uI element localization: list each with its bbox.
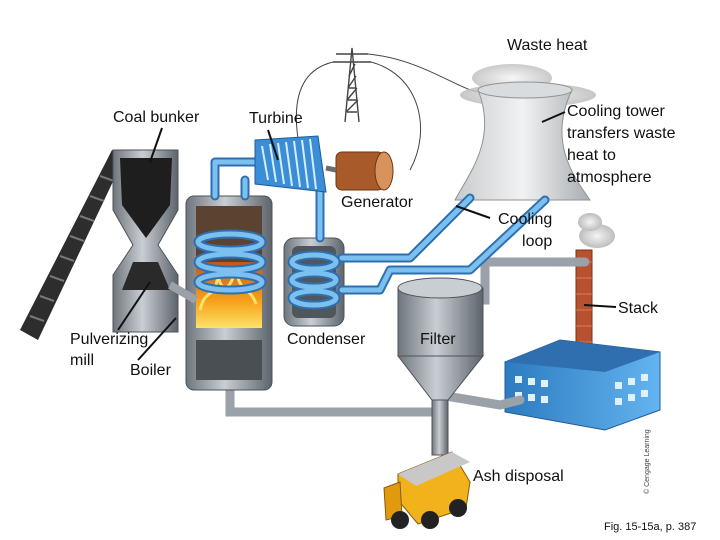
label-generator: Generator [341,194,414,211]
turbine [254,135,327,193]
factory-building [504,339,661,431]
label-pulverizing-mill: Pulverizing mill [70,331,149,369]
label-boiler: Boiler [130,362,171,379]
label-turbine: Turbine [249,110,303,127]
smokestack [575,213,615,363]
label-cooling-loop: Cooling loop [498,211,553,250]
leader-lines [117,111,617,361]
generator [325,151,394,191]
label-coal-bunker: Coal bunker [113,109,200,126]
label-condenser: Condenser [287,331,366,348]
transmission-tower [295,47,486,171]
label-ash-disposal: Ash disposal [473,468,564,485]
figure-credit: Fig. 15-15a, p. 387 [604,521,697,533]
ash-truck [383,451,471,529]
label-cooling-tower: Cooling tower transfers waste heat to at… [567,103,676,186]
copyright-notice: © Cengage Learning [644,429,651,494]
filter-unit [396,277,485,456]
coal-bunker [112,149,179,333]
cooling-tower [454,64,596,201]
steam-pipes [193,157,550,310]
label-stack: Stack [618,300,659,317]
label-waste-heat: Waste heat [507,37,588,54]
coal-conveyor [20,150,126,340]
label-filter: Filter [420,331,456,348]
